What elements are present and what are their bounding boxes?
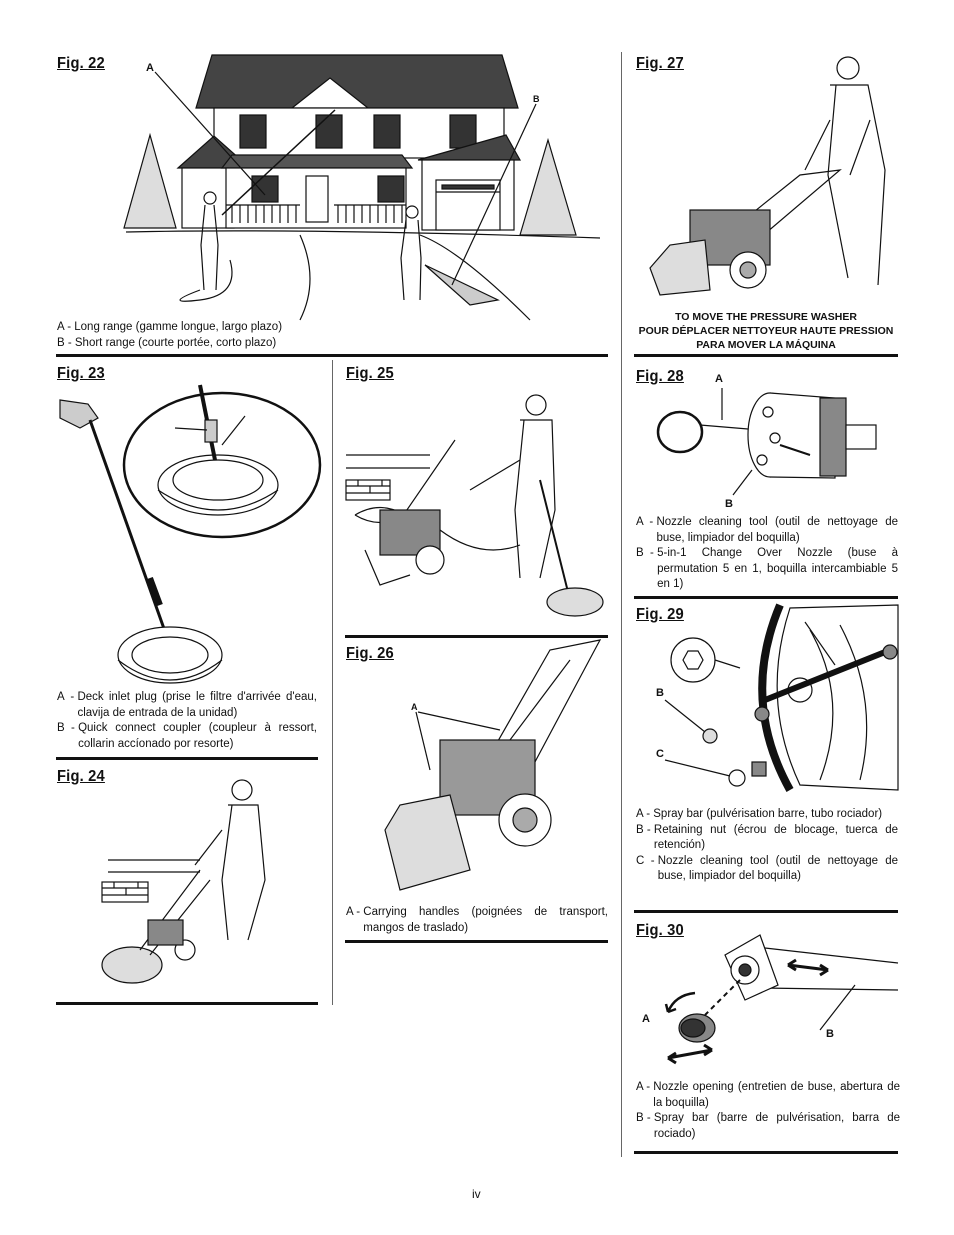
fig23-caption-a-text: Deck inlet plug (prise le filtre d'arriv… — [77, 691, 317, 719]
fig26-caption-a: A - Carrying handles (poignées de transp… — [346, 905, 608, 936]
column-divider-right — [621, 52, 622, 1157]
fig22-label-a: A — [146, 62, 154, 74]
fig29-spray-bar-illustration — [664, 603, 899, 792]
fig29-caption-b-text: Retaining nut (écrou de blocage, tuerca … — [653, 823, 898, 852]
fig30-title: Fig. 30 — [636, 922, 684, 939]
fig26-title: Fig. 26 — [346, 645, 394, 662]
fig30-label-b: B — [826, 1028, 834, 1040]
fig30-caption-b-text: Spray bar (barre de pulvérisation, barra… — [653, 1112, 900, 1140]
fig28-caption-a: A - Nozzle cleaning tool (outil de netto… — [636, 515, 898, 546]
fig23-title: Fig. 23 — [57, 365, 105, 382]
fig30-caption-a-key: A - — [636, 1081, 654, 1093]
fig28-rule — [634, 596, 898, 599]
fig28-title: Fig. 28 — [636, 368, 684, 385]
fig29-caption-a-text: Spray bar (pulvérisation barre, tubo roc… — [653, 808, 883, 820]
fig28-caption-a-text: Nozzle cleaning tool (outil de nettoyage… — [656, 516, 898, 544]
fig29-caption-c: C - Nozzle cleaning tool (outil de netto… — [636, 854, 898, 885]
fig29-rule — [634, 910, 898, 913]
fig26-caption-a-key: A - — [346, 906, 364, 918]
fig23-caption-b: B - Quick connect coupler (coupleur à re… — [57, 721, 317, 752]
fig28-caption-b-key: B - — [636, 547, 658, 559]
fig29-caption-b-key: B - — [636, 823, 654, 836]
fig23-caption-b-text: Quick connect coupler (coupleur à ressor… — [78, 722, 317, 750]
fig28-nozzle-illustration — [656, 388, 877, 496]
fig27-operator-illustration — [649, 56, 886, 296]
fig27-caption-es: PARA MOVER LA MÁQUINA — [696, 339, 836, 351]
fig23-caption-a: A - Deck inlet plug (prise le filtre d'a… — [57, 690, 317, 721]
fig30-nozzle-opening-illustration — [664, 934, 899, 1065]
fig26-label-a: A — [411, 702, 418, 712]
fig29-caption-b: B - Retaining nut (écrou de blocage, tue… — [636, 823, 898, 854]
column-divider-left — [332, 360, 333, 1005]
fig28-label-b: B — [725, 498, 733, 510]
fig26-rule — [345, 940, 608, 943]
fig30-caption: A - Nozzle opening (entretien de buse, a… — [636, 1080, 900, 1142]
fig23-rule — [56, 757, 318, 760]
fig29-label-b: B — [656, 687, 664, 699]
fig29-label-c: C — [656, 748, 664, 760]
fig26-pressure-washer-illustration — [384, 639, 602, 891]
fig28-caption-b: B - 5-in-1 Change Over Nozzle (buse à pe… — [636, 546, 898, 593]
fig28-caption-b-text: 5-in-1 Change Over Nozzle (buse à permut… — [657, 547, 898, 590]
fig22-label-b: B — [533, 94, 540, 104]
fig30-caption-b: B - Spray bar (barre de pulvérisation, b… — [636, 1111, 900, 1142]
fig27-caption-en: TO MOVE THE PRESSURE WASHER — [675, 311, 857, 323]
fig23-surface-cleaner-illustration — [59, 384, 322, 684]
fig27-caption: TO MOVE THE PRESSURE WASHER POUR DÉPLACE… — [625, 310, 907, 352]
fig26-caption: A - Carrying handles (poignées de transp… — [346, 905, 608, 936]
fig28-caption: A - Nozzle cleaning tool (outil de netto… — [636, 515, 898, 593]
fig26-caption-a-text: Carrying handles (poignées de transport,… — [363, 906, 608, 934]
fig29-caption-c-text: Nozzle cleaning tool (outil de nettoyage… — [657, 854, 898, 883]
fig29-caption-a-key: A - — [636, 808, 654, 820]
fig29-caption-a: A - Spray bar (pulvérisation barre, tubo… — [636, 807, 898, 823]
fig27-caption-fr: POUR DÉPLACER NETTOYEUR HAUTE PRESSION — [638, 325, 894, 337]
fig30-caption-b-key: B - — [636, 1112, 654, 1124]
fig29-title: Fig. 29 — [636, 606, 684, 623]
fig25-title: Fig. 25 — [346, 365, 394, 382]
fig24-title: Fig. 24 — [57, 768, 105, 785]
fig28-caption-a-key: A - — [636, 516, 657, 528]
fig22-rule — [56, 354, 608, 357]
fig25-operator-illustration — [345, 394, 604, 617]
fig22-caption: A - Long range (gamme longue, largo plaz… — [57, 320, 327, 351]
fig23-caption: A - Deck inlet plug (prise le filtre d'a… — [57, 690, 317, 752]
fig29-caption: A - Spray bar (pulvérisation barre, tubo… — [636, 807, 898, 885]
fig25-rule — [345, 635, 608, 638]
fig29-caption-c-key: C - — [636, 854, 658, 867]
fig30-rule — [634, 1151, 898, 1154]
fig23-caption-b-key: B - — [57, 722, 79, 734]
fig22-title: Fig. 22 — [57, 55, 105, 72]
fig23-caption-a-key: A - — [57, 691, 78, 703]
fig30-label-a: A — [642, 1013, 650, 1025]
fig24-operator-illustration — [101, 779, 266, 984]
fig24-rule — [56, 1002, 318, 1005]
page-number: iv — [472, 1187, 481, 1201]
fig27-rule — [634, 354, 898, 357]
fig30-caption-a: A - Nozzle opening (entretien de buse, a… — [636, 1080, 900, 1111]
fig28-label-a: A — [715, 373, 723, 385]
fig30-caption-a-text: Nozzle opening (entretien de buse, abert… — [653, 1081, 900, 1109]
fig22-caption-b: B - Short range (courte portée, corto pl… — [57, 336, 277, 349]
fig27-title: Fig. 27 — [636, 55, 684, 72]
fig22-house-illustration — [123, 54, 601, 321]
fig22-caption-a: A - Long range (gamme longue, largo plaz… — [57, 321, 283, 333]
